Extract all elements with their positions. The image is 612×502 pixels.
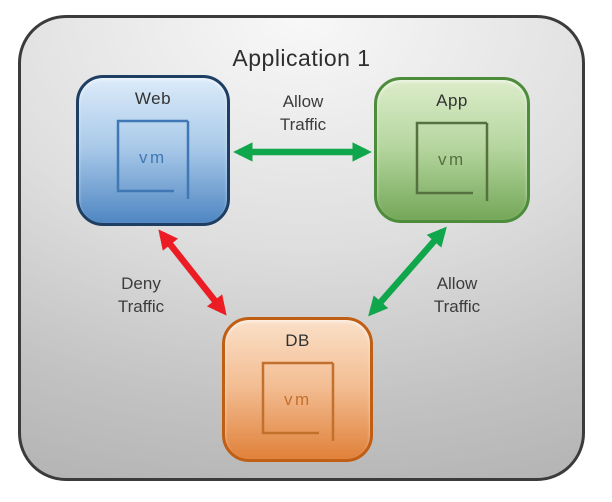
edge-app-db-label: Allow Traffic [433, 274, 481, 316]
node-app: App vm [374, 77, 530, 223]
node-db-label: DB [285, 331, 310, 350]
node-web: Web vm [76, 75, 230, 226]
vm-label: vm [284, 390, 312, 409]
edge-web-app-label: Allow Traffic [279, 92, 327, 134]
edge-web-db-label: Deny Traffic [117, 274, 165, 316]
application-title: Application 1 [232, 45, 371, 71]
node-db: DB vm [222, 317, 373, 462]
vm-label: vm [438, 150, 466, 169]
vm-icon: vm [261, 361, 334, 441]
vm-icon: vm [116, 119, 190, 199]
node-web-label: Web [134, 89, 172, 108]
node-app-label: App [436, 91, 468, 110]
vm-label: vm [139, 148, 167, 167]
vm-icon: vm [415, 121, 489, 201]
